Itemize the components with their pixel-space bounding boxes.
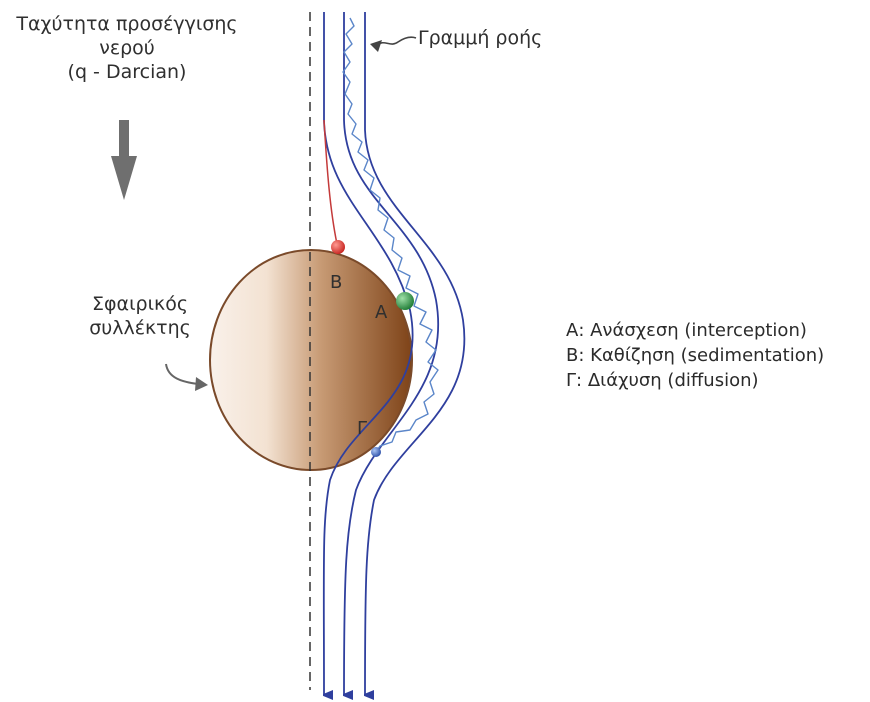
approach-velocity-line2: νερού xyxy=(2,36,252,60)
collector-line1: Σφαιρικός xyxy=(70,292,210,316)
particle-interception xyxy=(396,292,414,310)
curved-arrow-icon xyxy=(166,364,198,384)
down-arrow-icon xyxy=(111,120,137,200)
approach-velocity-line3: (q - Darcian) xyxy=(2,60,252,84)
mark-b: Β xyxy=(330,272,342,293)
legend-item-interception: Α: Ανάσχεση (interception) xyxy=(566,318,824,343)
legend-item-diffusion: Γ: Διάχυση (diffusion) xyxy=(566,368,824,393)
mark-g: Γ xyxy=(357,418,367,439)
particle-sedimentation xyxy=(331,240,345,254)
collector-label: Σφαιρικός συλλέκτης xyxy=(70,292,210,340)
legend-item-sedimentation: Β: Καθίζηση (sedimentation) xyxy=(566,343,824,368)
streamline-pointer-icon xyxy=(376,37,416,46)
particle-diffusion xyxy=(371,447,381,457)
mark-a: Α xyxy=(375,302,387,323)
approach-velocity-line1: Ταχύτητα προσέγγισης xyxy=(2,12,252,36)
legend: Α: Ανάσχεση (interception) Β: Καθίζηση (… xyxy=(566,318,824,393)
collector-line2: συλλέκτης xyxy=(70,316,210,340)
spherical-collector xyxy=(210,250,412,470)
approach-velocity-label: Ταχύτητα προσέγγισης νερού (q - Darcian) xyxy=(2,12,252,84)
streamline-label: Γραμμή ροής xyxy=(418,26,542,50)
